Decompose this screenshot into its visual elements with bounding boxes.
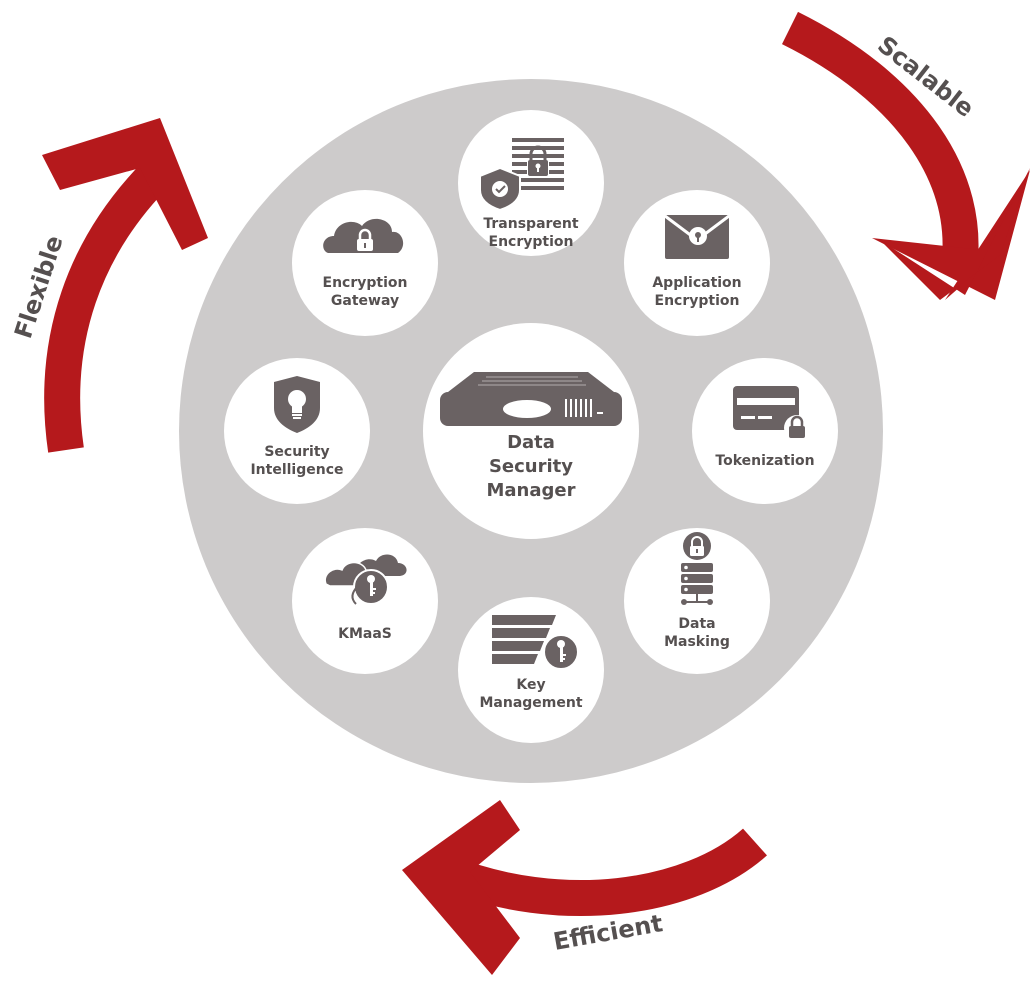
credit-card-lock-icon <box>733 386 810 441</box>
node-encryption-gateway: Encryption Gateway <box>292 190 438 336</box>
document-lock-shield-icon <box>479 138 564 212</box>
database-lock-icon <box>681 532 713 605</box>
node-data-masking: Data Masking <box>624 528 770 674</box>
efficient-label: Efficient <box>551 909 665 956</box>
center-label-line1: Data <box>507 432 555 453</box>
node-label-line2: Management <box>479 695 582 711</box>
node-label-line1: Tokenization <box>715 453 814 469</box>
envelope-lock-icon <box>664 214 730 259</box>
node-label-line1: Data <box>678 616 715 632</box>
node-label-line2: Gateway <box>331 293 399 309</box>
flexible-arrow <box>42 118 208 453</box>
center-label-line3: Manager <box>487 480 576 501</box>
shield-bulb-icon <box>274 376 320 433</box>
node-label-line2: Encryption <box>489 234 574 250</box>
node-tokenization: Tokenization <box>692 358 838 504</box>
node-label-line1: Encryption <box>323 275 408 291</box>
server-appliance-icon <box>440 372 622 426</box>
node-key-management: Key Management <box>458 597 604 743</box>
node-security-intelligence: Security Intelligence <box>224 358 370 504</box>
node-label-line1: Transparent <box>483 216 578 232</box>
node-label-line1: Security <box>264 444 329 460</box>
node-transparent-encryption: Transparent Encryption <box>458 110 604 256</box>
efficient-arrow <box>402 800 767 975</box>
stacked-key-icon <box>492 615 579 670</box>
node-label-line2: Intelligence <box>250 462 343 478</box>
node-label-line2: Encryption <box>655 293 740 309</box>
node-kmaas: KMaaS <box>292 528 438 674</box>
cloud-lock-icon <box>323 218 404 253</box>
node-label-line1: Application <box>652 275 741 291</box>
node-label-line1: KMaaS <box>338 626 392 642</box>
scalable-arrow <box>782 11 1030 300</box>
node-label-line2: Masking <box>664 634 730 650</box>
center-node-data-security-manager: Data Security Manager <box>423 323 639 539</box>
center-label-line2: Security <box>489 456 573 477</box>
node-application-encryption: Application Encryption <box>624 190 770 336</box>
cloud-key-icon <box>324 554 407 605</box>
node-label-line1: Key <box>516 677 545 693</box>
